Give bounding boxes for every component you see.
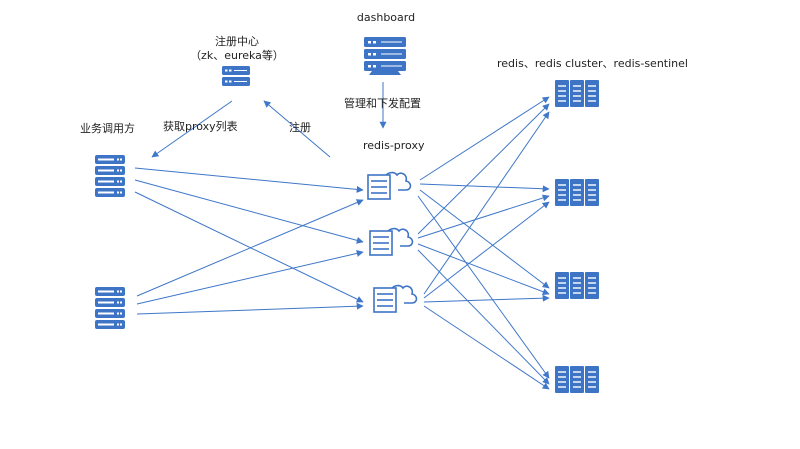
dashboard-label: dashboard bbox=[357, 11, 415, 24]
fetch-proxy-list-arrow bbox=[151, 100, 233, 158]
registry-title-label: 注册中心 bbox=[215, 34, 259, 48]
proxy1-redis2-line bbox=[419, 183, 550, 193]
caller2-proxy1-line bbox=[136, 199, 364, 297]
registry-server-icon bbox=[222, 66, 250, 86]
caller2-proxy3-line bbox=[136, 302, 364, 315]
redis-cluster-icon-4 bbox=[555, 366, 599, 393]
register-arrow bbox=[263, 100, 331, 158]
redis-types-label: redis、redis cluster、redis-sentinel bbox=[497, 57, 688, 70]
redis-cluster-icon-1 bbox=[555, 80, 599, 107]
proxy3-redis2-line bbox=[423, 201, 550, 299]
proxy2-redis1-line bbox=[417, 103, 550, 235]
proxy3-redis3-line bbox=[423, 294, 550, 303]
proxy1-redis4-line bbox=[417, 195, 550, 379]
caller-server-icon-2 bbox=[95, 287, 125, 329]
caller-label: 业务调用方 bbox=[80, 121, 135, 135]
manage-config-label: 管理和下发配置 bbox=[344, 96, 421, 110]
caller1-proxy1-line bbox=[134, 167, 364, 193]
caller1-proxy3-line bbox=[134, 191, 364, 303]
caller1-proxy2-line bbox=[134, 179, 364, 244]
redis-proxy-label: redis-proxy bbox=[363, 139, 425, 152]
registry-subtitle-label: （zk、eureka等） bbox=[190, 48, 284, 62]
proxy-server-cloud-icon-1 bbox=[367, 171, 412, 200]
proxy2-redis4-line bbox=[417, 249, 550, 385]
proxy2-redis3-line bbox=[417, 243, 550, 296]
dashboard-server-icon bbox=[364, 37, 406, 75]
connections bbox=[134, 82, 550, 390]
caller2-proxy2-line bbox=[136, 250, 364, 305]
register-label: 注册 bbox=[289, 120, 311, 134]
proxy-server-cloud-icon-2 bbox=[369, 227, 414, 256]
proxy3-redis1-line bbox=[423, 111, 550, 295]
proxy3-redis4-line bbox=[423, 305, 550, 390]
proxy1-redis1-line bbox=[419, 96, 550, 181]
redis-cluster-icon-2 bbox=[555, 179, 599, 206]
caller-server-icon-1 bbox=[95, 155, 125, 197]
proxy2-redis2-line bbox=[417, 194, 550, 239]
redis-cluster-icon-3 bbox=[555, 272, 599, 299]
fetch-proxy-list-label: 获取proxy列表 bbox=[163, 119, 238, 133]
proxy1-redis3-line bbox=[419, 189, 550, 289]
proxy-server-cloud-icon-3 bbox=[373, 284, 418, 313]
